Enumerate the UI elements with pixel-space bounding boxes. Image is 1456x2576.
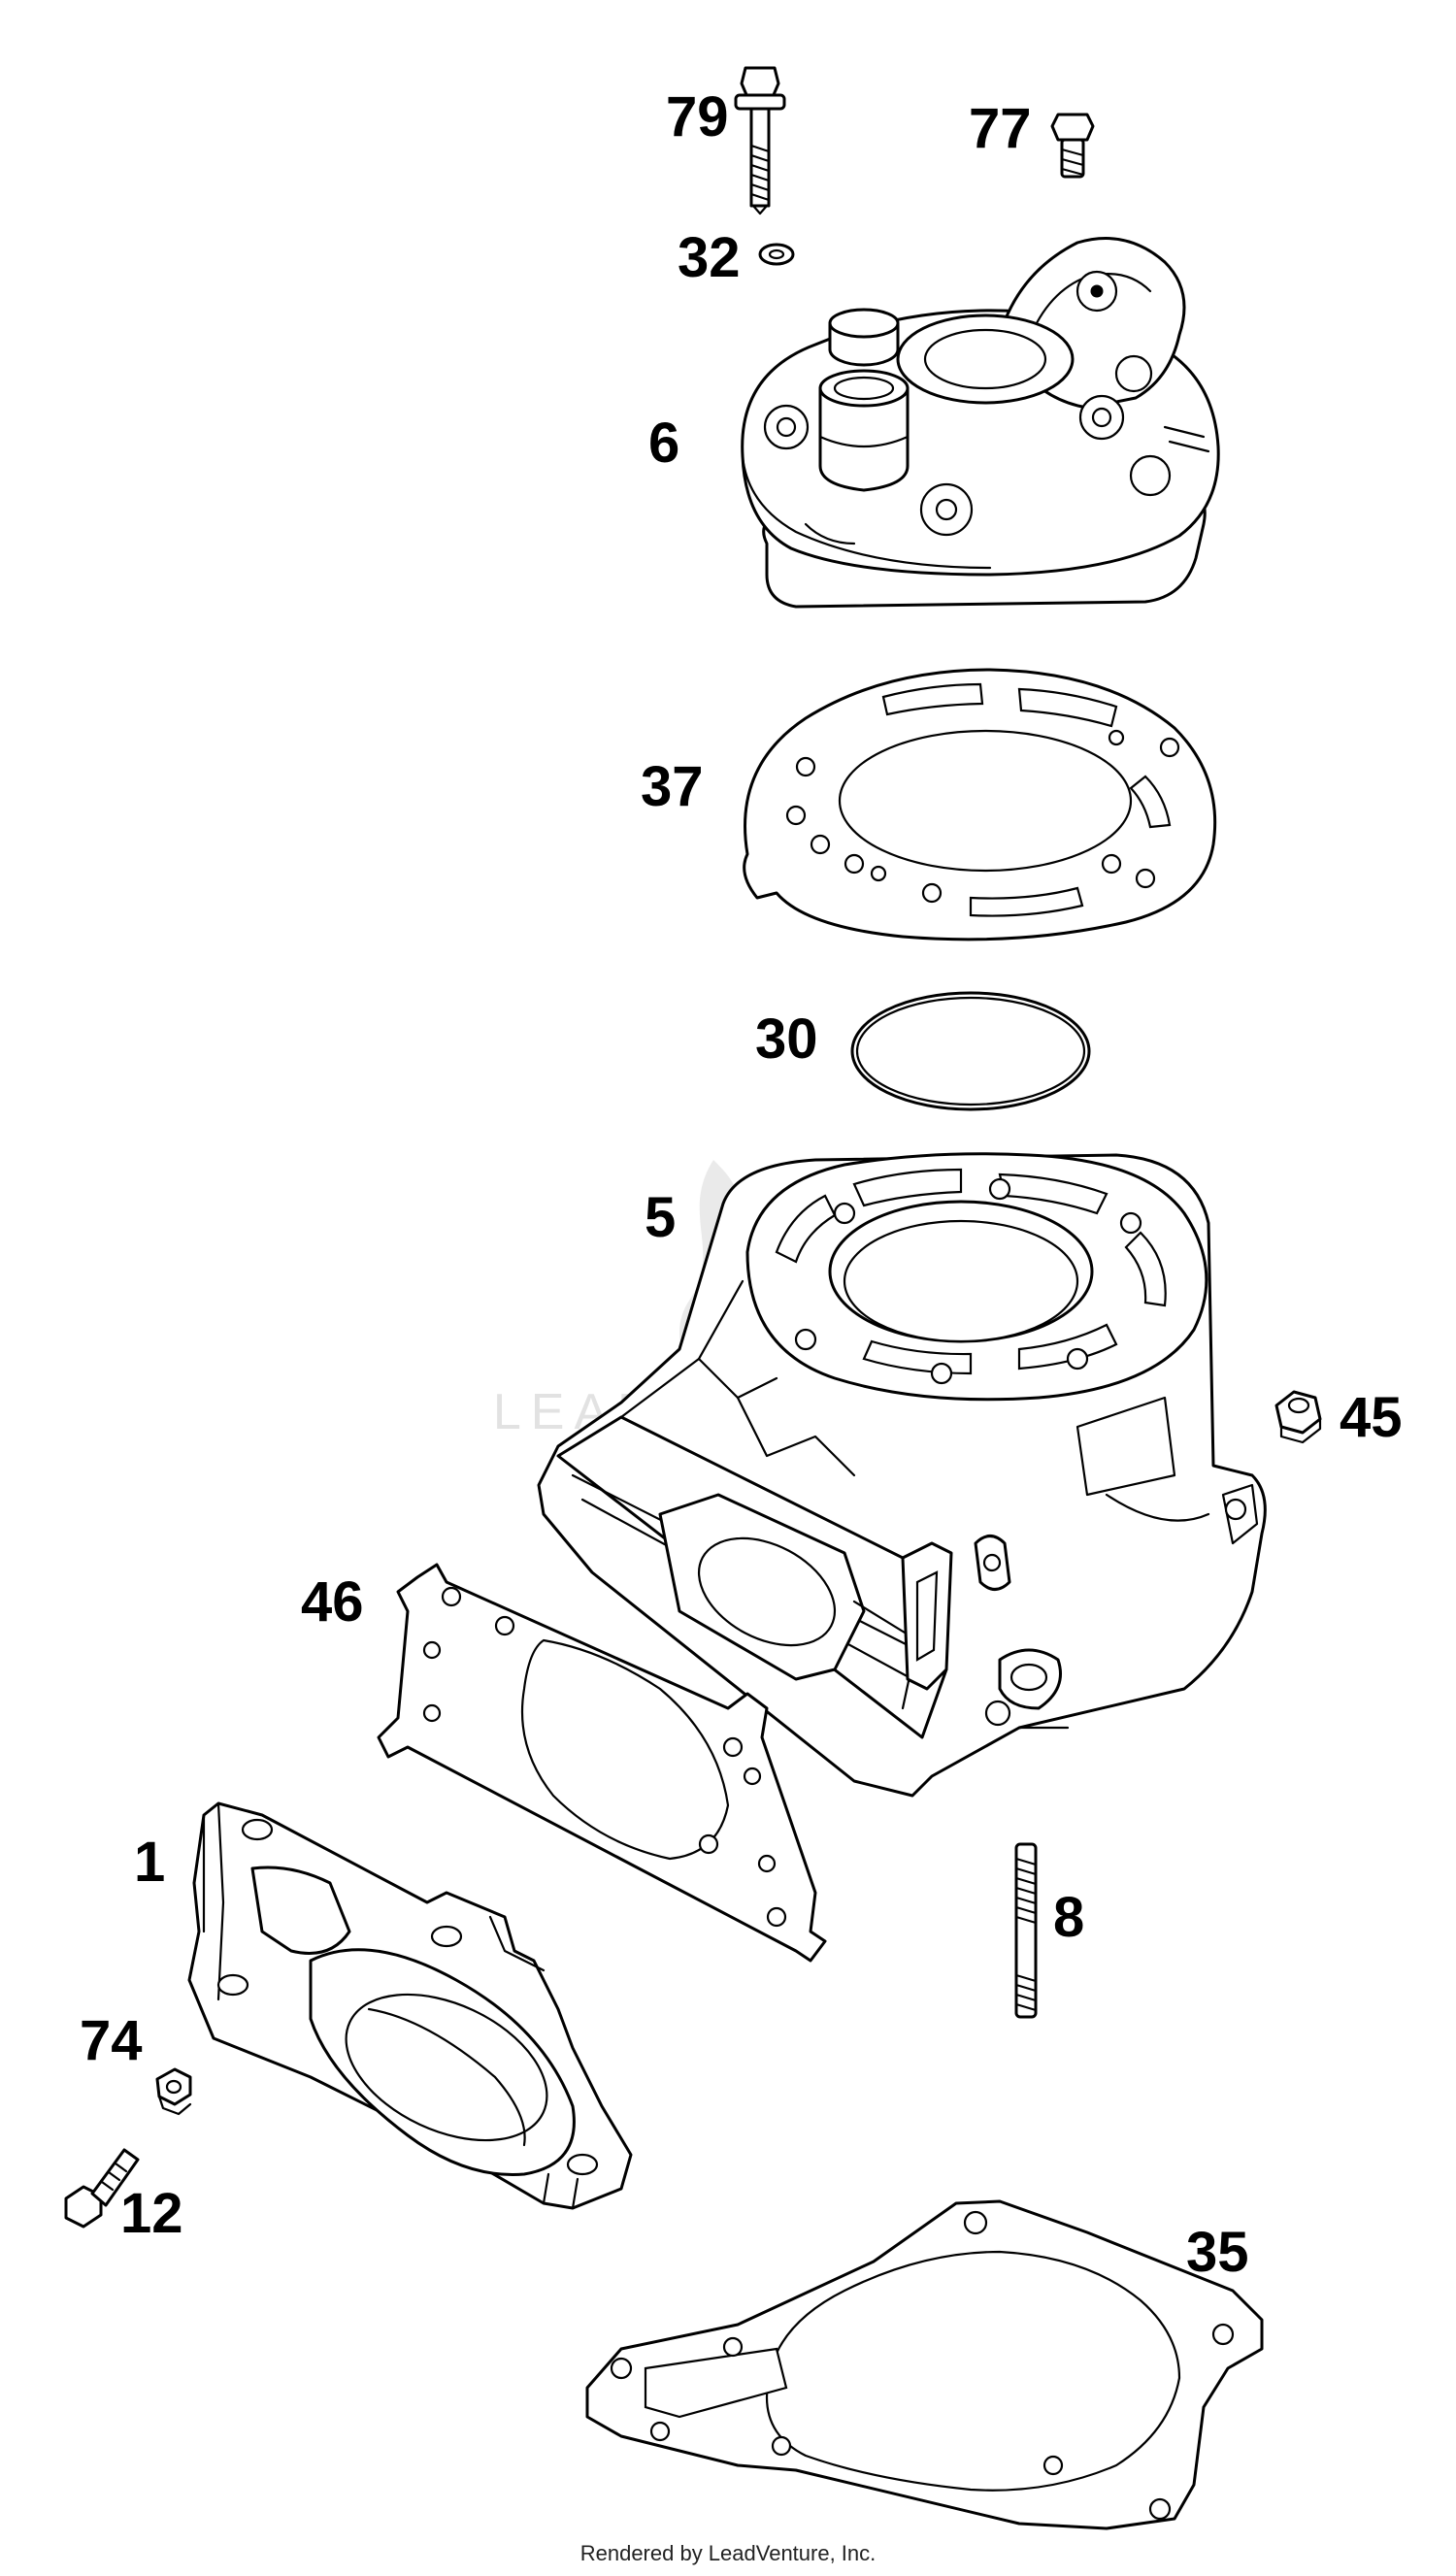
callout-35: 35 bbox=[1186, 2221, 1249, 2284]
callout-74: 74 bbox=[80, 2009, 143, 2072]
callout-8: 8 bbox=[1053, 1886, 1084, 1949]
part-6-cylinder-head[interactable] bbox=[741, 237, 1220, 609]
callout-12: 12 bbox=[120, 2182, 183, 2245]
part-5-cylinder[interactable] bbox=[537, 1152, 1267, 1798]
part-12-screw[interactable] bbox=[64, 2148, 140, 2229]
footer-credit: Rendered by LeadVenture, Inc. bbox=[579, 2541, 877, 2565]
callout-1: 1 bbox=[134, 1831, 165, 1894]
part-8-stud[interactable] bbox=[1014, 1842, 1038, 2019]
part-46-intake-gasket[interactable] bbox=[377, 1563, 827, 1963]
part-37-head-gasket[interactable] bbox=[743, 668, 1217, 941]
callout-45: 45 bbox=[1340, 1386, 1403, 1449]
callout-6: 6 bbox=[648, 412, 679, 475]
callout-37: 37 bbox=[641, 755, 704, 818]
part-35-base-gasket[interactable] bbox=[585, 2199, 1264, 2530]
part-74-nut[interactable] bbox=[155, 2067, 192, 2116]
callout-46: 46 bbox=[301, 1570, 364, 1634]
callout-32: 32 bbox=[678, 226, 741, 289]
callout-77: 77 bbox=[969, 97, 1032, 160]
part-32-washer[interactable] bbox=[758, 243, 795, 266]
part-1-intake-flange[interactable] bbox=[187, 1801, 633, 2210]
part-79-bolt[interactable] bbox=[734, 66, 786, 215]
callout-79: 79 bbox=[666, 85, 729, 149]
part-77-bolt[interactable] bbox=[1050, 113, 1095, 179]
part-30-o-ring[interactable] bbox=[850, 991, 1091, 1111]
callout-30: 30 bbox=[755, 1007, 818, 1071]
callout-5: 5 bbox=[645, 1186, 676, 1249]
part-45-nut[interactable] bbox=[1274, 1390, 1322, 1444]
